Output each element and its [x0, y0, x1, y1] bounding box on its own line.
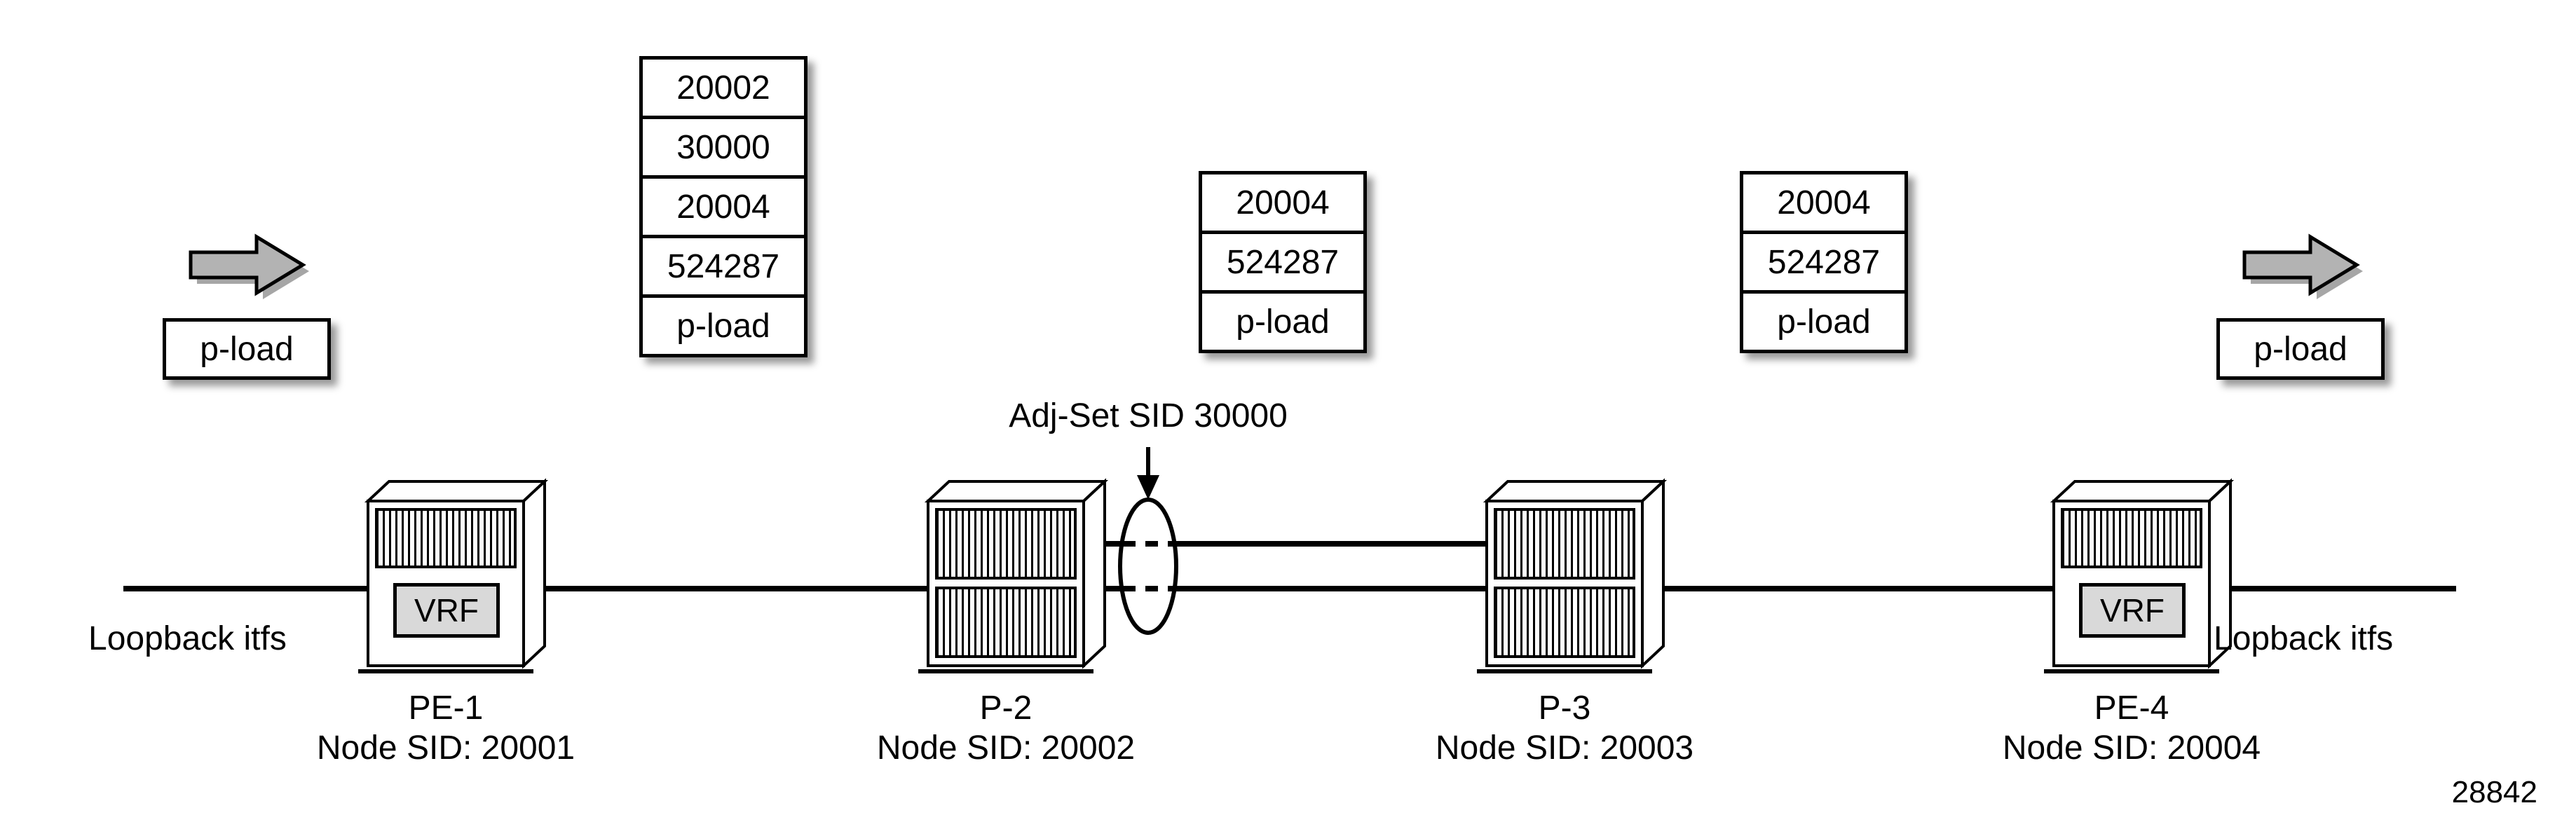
stack-label: p-load: [1777, 303, 1871, 341]
vrf-label: VRF: [2100, 592, 2165, 629]
stack-label: p-load: [676, 307, 770, 345]
router-label-pe4: PE-4 Node SID: 20004: [1886, 688, 2377, 768]
figure-number: 28842: [2451, 775, 2537, 809]
label-stack-cell: p-load: [1199, 290, 1367, 353]
adj-set-ellipse: [1118, 498, 1178, 635]
label-stack-cell: 20004: [639, 175, 807, 238]
router-pe1-icon: [358, 481, 545, 671]
stack-label: p-load: [1236, 303, 1330, 341]
stack-label: 524287: [667, 247, 780, 285]
stack-label: 30000: [676, 128, 770, 166]
router-name: P-3: [1538, 690, 1591, 727]
pload-box-right: p-load: [2216, 318, 2385, 380]
loopback-itfs-label-right: Lopback itfs: [2214, 620, 2394, 657]
stack-label: 20004: [676, 188, 770, 226]
router-label-pe1: PE-1 Node SID: 20001: [200, 688, 691, 768]
label-stack-p2: 20002 30000 20004 524287 p-load: [639, 56, 807, 357]
label-stack-cell: 30000: [639, 116, 807, 179]
label-stack-cell: p-load: [639, 294, 807, 357]
stack-label: 20004: [1236, 184, 1330, 221]
vrf-box-pe1: VRF: [393, 583, 500, 638]
flow-arrow-left-icon: [191, 237, 309, 299]
router-node-sid: Node SID: 20002: [876, 729, 1136, 767]
stack-label: 524287: [1226, 243, 1340, 281]
label-stack-cell: 20004: [1740, 171, 1908, 234]
annotation-arrow-head: [1137, 475, 1159, 500]
pload-label-right: p-load: [2254, 330, 2347, 368]
router-node-sid: Node SID: 20004: [2002, 729, 2261, 767]
vrf-box-pe4: VRF: [2079, 583, 2186, 638]
label-stack-cell: 524287: [639, 235, 807, 298]
router-name: PE-1: [408, 690, 484, 727]
label-stack-cell: 524287: [1199, 231, 1367, 294]
router-p2-icon: [918, 481, 1105, 671]
router-pe4-icon: [2044, 481, 2230, 671]
router-name: PE-4: [2094, 690, 2169, 727]
stack-label: 524287: [1767, 243, 1881, 281]
adj-set-annotation: Adj-Set SID 30000: [1009, 397, 1288, 434]
pload-box-left: p-load: [163, 318, 331, 380]
loopback-itfs-label-left: Loopback itfs: [88, 620, 287, 657]
flow-arrow-right-icon: [2244, 237, 2363, 299]
stack-label: 20004: [1777, 184, 1871, 221]
label-stack-cell: p-load: [1740, 290, 1908, 353]
pload-label-left: p-load: [200, 330, 294, 368]
router-p3-icon: [1477, 481, 1663, 671]
label-stack-p2-p3: 20004 524287 p-load: [1199, 171, 1367, 353]
label-stack-cell: 20004: [1199, 171, 1367, 234]
label-stack-cell: 524287: [1740, 231, 1908, 294]
vrf-label: VRF: [414, 592, 479, 629]
router-name: P-2: [979, 690, 1033, 727]
router-label-p2: P-2 Node SID: 20002: [761, 688, 1251, 768]
stack-label: 20002: [676, 69, 770, 107]
label-stack-cell: 20002: [639, 56, 807, 119]
router-node-sid: Node SID: 20003: [1435, 729, 1694, 767]
router-node-sid: Node SID: 20001: [316, 729, 575, 767]
router-label-p3: P-3 Node SID: 20003: [1319, 688, 1810, 768]
label-stack-p3-pe4: 20004 524287 p-load: [1740, 171, 1908, 353]
